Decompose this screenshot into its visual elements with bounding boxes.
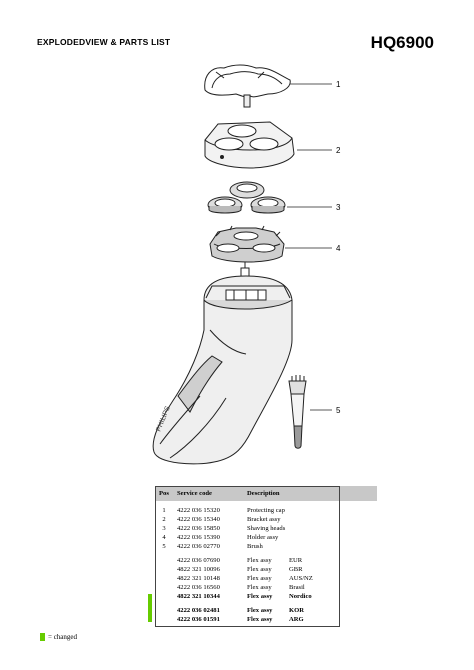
flex-desc: Flex assy: [247, 584, 272, 591]
header-description: Description: [243, 486, 285, 501]
part-pos: 3: [162, 525, 166, 532]
brush-part: [288, 375, 307, 449]
flex-region: GBR: [289, 566, 303, 573]
callout-5: 5: [336, 406, 341, 415]
parts-table: Pos Service code Description 1 4222 036 …: [155, 486, 377, 624]
part-code: 4222 036 15390: [177, 534, 220, 541]
table-row: 4 4222 036 15390 Holder assy: [155, 533, 377, 542]
table-row: 3 4222 036 15850 Shaving heads: [155, 524, 377, 533]
flex-region: Brasil: [289, 584, 305, 591]
holder-assy-part: [209, 225, 285, 263]
table-row: 2 4222 036 15340 Bracket assy: [155, 515, 377, 524]
flex-code: 4222 036 01591: [177, 616, 220, 623]
part-desc: Shaving heads: [247, 525, 286, 532]
section-title: EXPLODEDVIEW & PARTS LIST: [37, 37, 171, 47]
part-code: 4222 036 15340: [177, 516, 220, 523]
table-row: 5 4222 036 02770 Brush: [155, 542, 377, 551]
flex-code: 4222 036 16560: [177, 584, 220, 591]
legend-text: = changed: [48, 633, 78, 641]
flex-desc: Flex assy: [247, 557, 272, 564]
table-row: 4822 321 10096 Flex assy GBR: [155, 565, 377, 574]
part-pos: 2: [162, 516, 166, 523]
part-code: 4222 036 15850: [177, 525, 220, 532]
flex-code: 4822 321 10148: [177, 575, 220, 582]
table-row: 4222 036 07690 Flex assy EUR: [155, 556, 377, 565]
flex-code: 4822 321 10096: [177, 566, 220, 573]
part-code: 4222 036 15320: [177, 507, 220, 514]
table-header-row: Pos Service code Description: [155, 486, 377, 501]
legend: = changed: [40, 633, 77, 641]
flex-code: 4222 036 02481: [177, 607, 220, 614]
model-number: HQ6900: [370, 33, 434, 52]
callout-3: 3: [336, 203, 341, 212]
bracket-assy-part: [204, 121, 295, 169]
flex-region: KOR: [289, 607, 305, 614]
flex-region: Nordico: [289, 593, 312, 600]
flex-desc: Flex assy: [247, 607, 273, 614]
flex-code: 4222 036 07690: [177, 557, 220, 564]
part-desc: Holder assy: [247, 534, 279, 541]
part-desc: Bracket assy: [247, 516, 281, 523]
table-row: 1 4222 036 15320 Protecting cap: [155, 506, 377, 515]
exploded-view-drawing: PHILIPS: [152, 64, 332, 465]
part-pos: 5: [162, 543, 166, 550]
part-code: 4222 036 02770: [177, 543, 220, 550]
table-row-changed: 4222 036 02481 Flex assy KOR: [155, 606, 377, 615]
callout-4: 4: [336, 244, 341, 253]
flex-desc: Flex assy: [247, 566, 272, 573]
header-pos: Pos: [155, 486, 173, 501]
changed-marker: [148, 594, 152, 622]
part-desc: Brush: [247, 543, 263, 550]
table-row-changed: 4222 036 01591 Flex assy ARG: [155, 615, 377, 624]
protecting-cap-part: [204, 64, 291, 108]
header-service-code: Service code: [173, 486, 243, 501]
flex-code: 4822 321 10344: [177, 593, 220, 600]
header-region: [285, 486, 351, 501]
shaver-body-part: [152, 275, 293, 465]
flex-region: AUS/NZ: [289, 575, 313, 582]
part-pos: 1: [162, 507, 166, 514]
part-desc: Protecting cap: [247, 507, 285, 514]
header-pad: [351, 486, 377, 501]
flex-desc: Flex assy: [247, 575, 272, 582]
table-row: 4822 321 10148 Flex assy AUS/NZ: [155, 574, 377, 583]
flex-region: EUR: [289, 557, 303, 564]
flex-region: ARG: [289, 616, 304, 623]
flex-desc: Flex assy: [247, 593, 273, 600]
table-row: 4222 036 16560 Flex assy Brasil: [155, 583, 377, 592]
callout-1: 1: [336, 80, 341, 89]
changed-swatch: [40, 633, 45, 641]
shaving-heads-part: [207, 181, 286, 214]
callout-2: 2: [336, 146, 341, 155]
flex-desc: Flex assy: [247, 616, 273, 623]
table-row: 4822 321 10344 Flex assy Nordico: [155, 592, 377, 601]
part-pos: 4: [162, 534, 166, 541]
